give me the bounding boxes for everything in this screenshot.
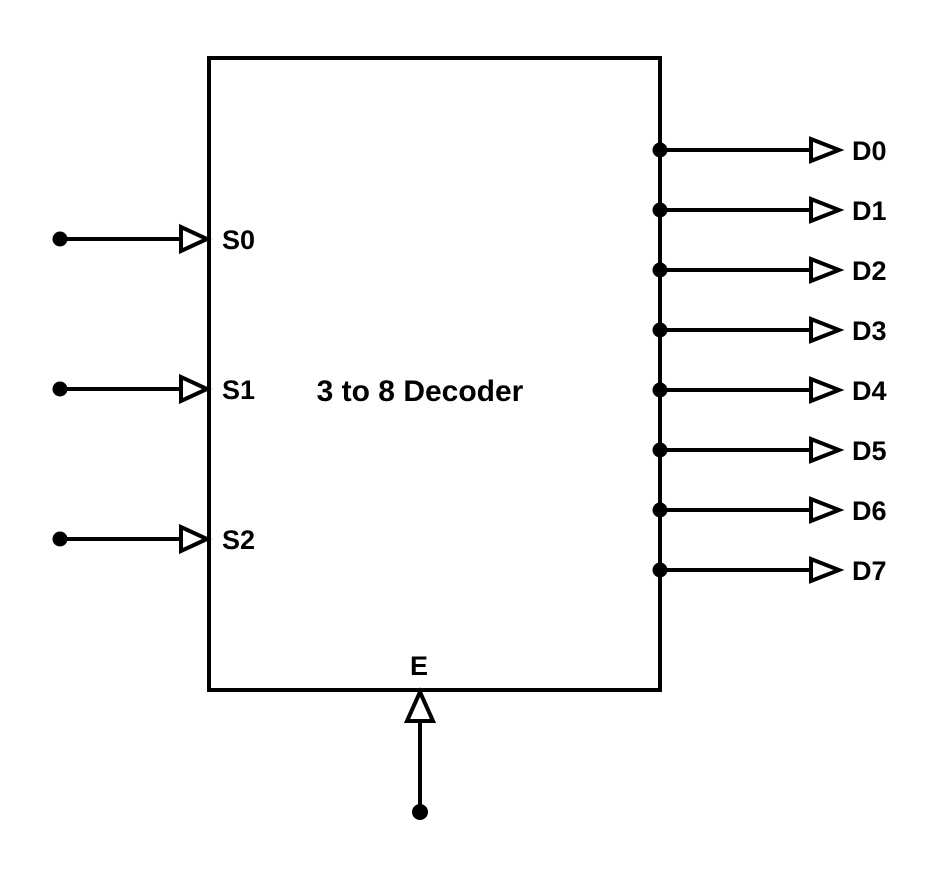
output-pin-d3: D3 — [652, 316, 887, 346]
output-pin-d0: D0 — [652, 136, 887, 166]
output-pin-label: D0 — [852, 136, 887, 166]
output-arrowhead-icon — [809, 316, 845, 344]
output-arrowhead-icon — [809, 196, 845, 224]
output-arrowhead-icon — [809, 256, 845, 284]
output-pin-d4: D4 — [652, 376, 887, 406]
enable-arrowhead-icon — [403, 687, 437, 723]
decoder-title: 3 to 8 Decoder — [317, 375, 524, 408]
output-pin-label: D5 — [852, 436, 887, 466]
decoder-body — [207, 56, 662, 692]
output-arrowhead-icon — [809, 496, 845, 524]
input-pin-s0: S0 — [52, 223, 255, 255]
enable-pin-e: E — [403, 651, 437, 820]
output-pin-label: D1 — [852, 196, 887, 226]
enable-terminal-dot — [412, 804, 428, 820]
output-arrowhead-icon — [809, 136, 845, 164]
output-pin-label: D6 — [852, 496, 887, 526]
input-pin-label: S2 — [222, 525, 255, 555]
output-pin-d7: D7 — [652, 556, 887, 586]
output-pin-label: D7 — [852, 556, 887, 586]
input-pin-s1: S1 — [52, 373, 255, 405]
input-pin-label: S1 — [222, 375, 255, 405]
output-pin-label: D4 — [852, 376, 887, 406]
output-arrowhead-icon — [809, 556, 845, 584]
output-pin-label: D3 — [852, 316, 887, 346]
output-arrowhead-icon — [809, 436, 845, 464]
output-arrowhead-icon — [809, 376, 845, 404]
output-pin-d2: D2 — [652, 256, 887, 286]
input-pin-label: S0 — [222, 225, 255, 255]
input-arrowhead-icon — [179, 223, 212, 255]
output-pin-d1: D1 — [652, 196, 887, 226]
input-arrowhead-icon — [179, 373, 212, 405]
output-pin-d5: D5 — [652, 436, 887, 466]
output-pin-label: D2 — [852, 256, 887, 286]
enable-pin-label: E — [410, 651, 428, 681]
input-pin-s2: S2 — [52, 523, 255, 555]
output-pin-d6: D6 — [652, 496, 887, 526]
input-arrowhead-icon — [179, 523, 212, 555]
